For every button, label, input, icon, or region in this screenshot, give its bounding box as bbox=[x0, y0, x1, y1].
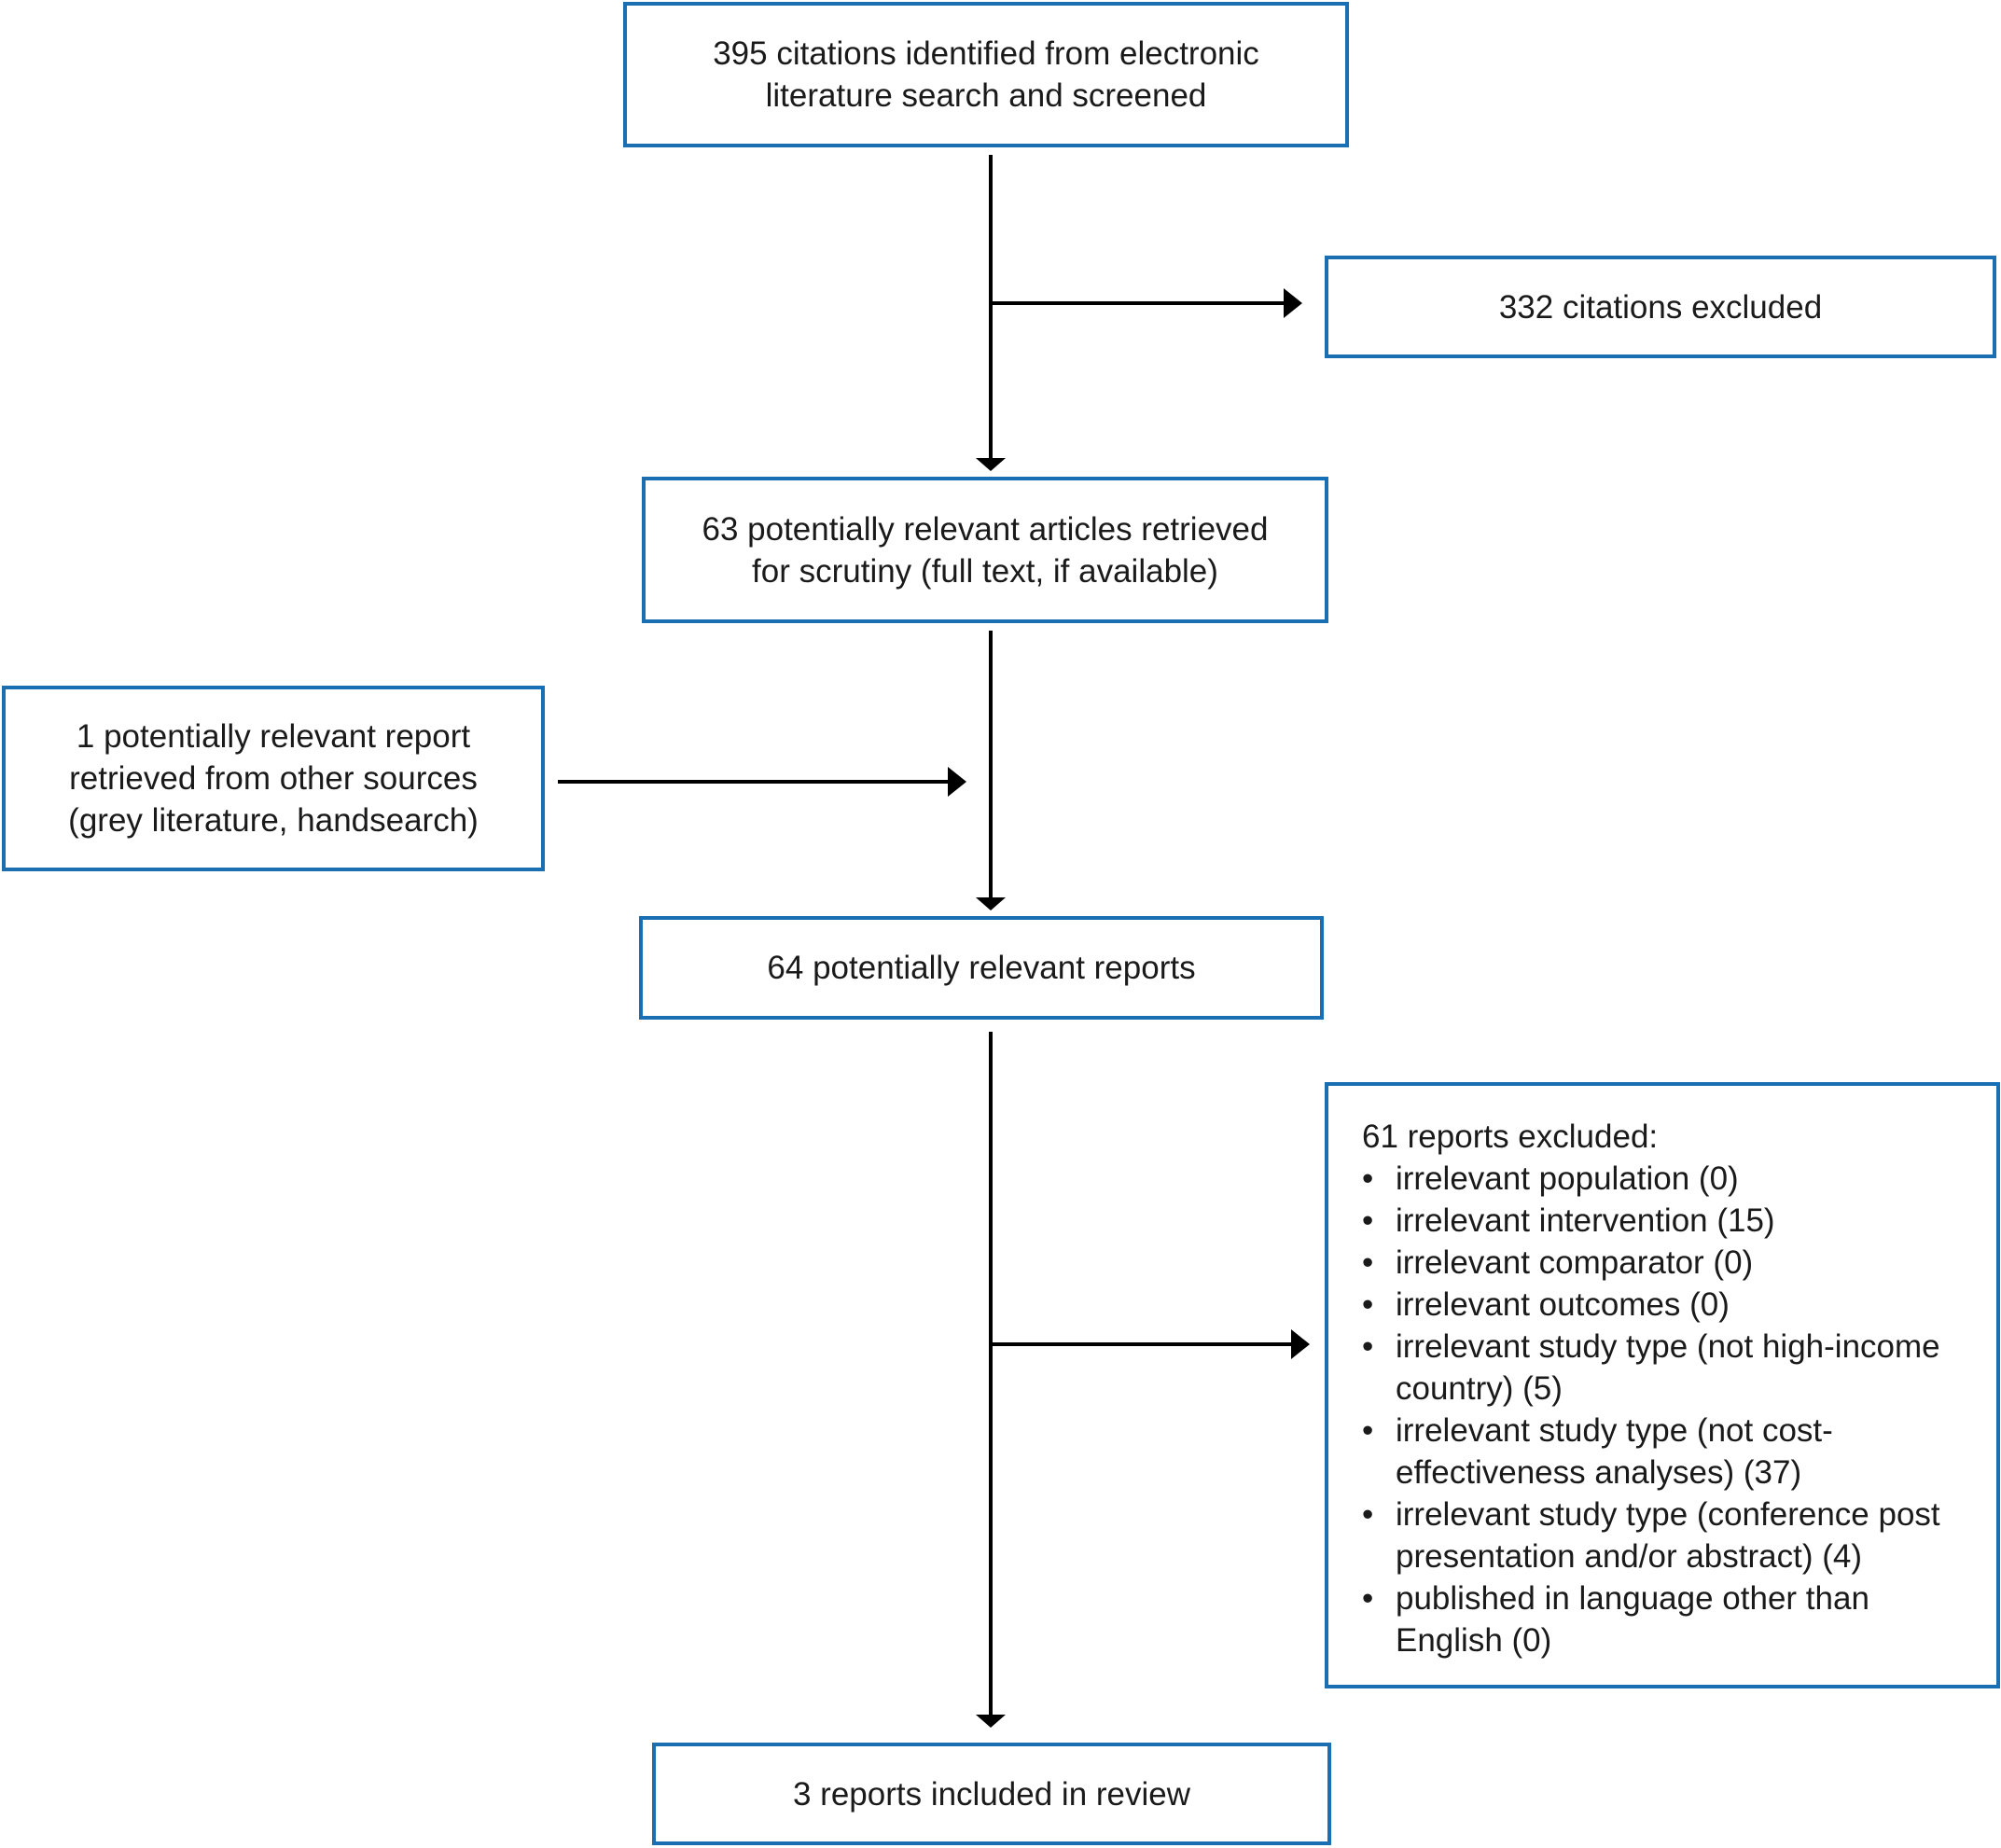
list-item: • published in language other than Englis… bbox=[1362, 1577, 1978, 1661]
arrowhead-to-excluded-reports bbox=[1291, 1329, 1310, 1359]
bullet-icon: • bbox=[1362, 1202, 1374, 1239]
other-sources-box: 1 potentially relevant report retrieved … bbox=[2, 686, 545, 871]
excluded-reports-heading: 61 reports excluded: bbox=[1362, 1119, 1659, 1155]
list-item: • irrelevant study type (conference post … bbox=[1362, 1494, 1978, 1577]
bullet-icon: • bbox=[1362, 1580, 1374, 1617]
bullet-icon: • bbox=[1362, 1160, 1374, 1197]
arrowhead-to-excluded-citations bbox=[1284, 288, 1302, 318]
bullet-icon: • bbox=[1362, 1328, 1374, 1365]
exclusion-reason: published in language other than English… bbox=[1396, 1580, 1869, 1659]
list-item: • irrelevant outcomes (0) bbox=[1362, 1284, 1978, 1326]
retrieved-articles-box: 63 potentially relevant articles retriev… bbox=[642, 477, 1328, 623]
bullet-icon: • bbox=[1362, 1496, 1374, 1533]
arrowhead-to-trunk bbox=[948, 767, 966, 797]
exclusion-reason: irrelevant intervention (15) bbox=[1396, 1202, 1775, 1239]
list-item: • irrelevant study type (not cost-effecti… bbox=[1362, 1410, 1978, 1494]
potentially-relevant-reports-box: 64 potentially relevant reports bbox=[639, 916, 1324, 1020]
bullet-icon: • bbox=[1362, 1244, 1374, 1281]
included-reports-text: 3 reports included in review bbox=[792, 1775, 1191, 1813]
list-item: • irrelevant intervention (15) bbox=[1362, 1200, 1978, 1242]
exclusion-reason: irrelevant outcomes (0) bbox=[1396, 1286, 1730, 1323]
list-item: • irrelevant comparator (0) bbox=[1362, 1242, 1978, 1284]
exclusion-reason: irrelevant study type (conference post p… bbox=[1396, 1496, 1940, 1575]
exclusion-reason: irrelevant population (0) bbox=[1396, 1160, 1739, 1197]
list-item: • irrelevant study type (not high-income … bbox=[1362, 1326, 1978, 1410]
excluded-reports-box: 61 reports excluded: • irrelevant populat… bbox=[1325, 1082, 2000, 1688]
other-sources-text: 1 potentially relevant report retrieved … bbox=[68, 718, 479, 839]
list-item: • irrelevant population (0) bbox=[1362, 1158, 1978, 1200]
retrieved-articles-text: 63 potentially relevant articles retriev… bbox=[702, 510, 1269, 590]
exclusion-reason: irrelevant study type (not high-income c… bbox=[1396, 1328, 1940, 1407]
identified-citations-text: 395 citations identified from electronic… bbox=[713, 35, 1259, 114]
arrowhead-to-retrieved bbox=[976, 458, 1006, 471]
potentially-relevant-reports-text: 64 potentially relevant reports bbox=[767, 950, 1196, 986]
identified-citations-box: 395 citations identified from electronic… bbox=[623, 2, 1349, 147]
bullet-icon: • bbox=[1362, 1412, 1374, 1449]
exclusion-reason: irrelevant study type (not cost-effectiv… bbox=[1396, 1412, 1833, 1491]
excluded-citations-box: 332 citations excluded bbox=[1325, 256, 1996, 358]
exclusion-reason: irrelevant comparator (0) bbox=[1396, 1244, 1754, 1281]
arrowhead-to-included bbox=[976, 1715, 1006, 1728]
bullet-icon: • bbox=[1362, 1286, 1374, 1323]
excluded-citations-text: 332 citations excluded bbox=[1498, 288, 1823, 326]
arrowhead-to-potentially-relevant bbox=[976, 897, 1006, 910]
excluded-reports-list: • irrelevant population (0) • irrelevant i… bbox=[1362, 1158, 1978, 1661]
included-reports-box: 3 reports included in review bbox=[652, 1743, 1331, 1845]
